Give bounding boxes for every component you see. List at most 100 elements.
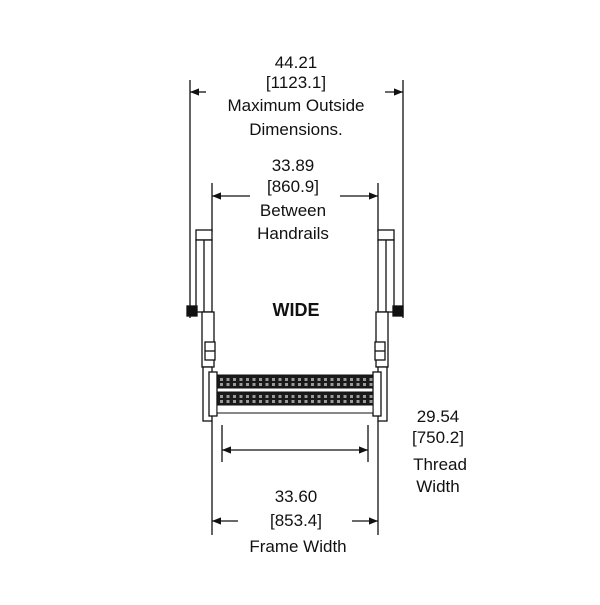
- grated-treads: [216, 374, 374, 414]
- grate-hole: [226, 400, 230, 403]
- grate-hole: [265, 395, 269, 398]
- frame-width-caption: Frame Width: [249, 537, 346, 556]
- frame-width-metric: [853.4]: [270, 511, 322, 530]
- max-outside-imperial: 44.21: [275, 53, 318, 72]
- grate-hole: [304, 395, 308, 398]
- grate-hole: [350, 400, 353, 403]
- grate-hole: [356, 400, 360, 403]
- grate-hole: [278, 378, 282, 381]
- grate-hole: [285, 395, 288, 398]
- grate-hole: [337, 378, 340, 381]
- grate-hole: [369, 378, 373, 381]
- thread-width-metric: [750.2]: [412, 428, 464, 447]
- grate-hole: [252, 400, 256, 403]
- thread-width-dimension: 29.54 [750.2] Thread Width: [221, 407, 467, 496]
- max-outside-metric: [1123.1]: [266, 73, 326, 92]
- grate-hole: [369, 395, 373, 398]
- between-handrails-metric: [860.9]: [267, 177, 319, 196]
- grate-hole: [363, 395, 366, 398]
- grate-hole: [311, 378, 314, 381]
- grate-hole: [337, 395, 340, 398]
- grate-hole: [285, 400, 288, 403]
- grate-hole: [291, 395, 295, 398]
- grate-hole: [246, 378, 249, 381]
- grate-hole: [291, 400, 295, 403]
- grate-hole: [272, 400, 275, 403]
- right-handrail: [374, 229, 404, 368]
- grate-hole: [298, 395, 301, 398]
- grate-hole: [246, 395, 249, 398]
- grate-hole: [285, 378, 288, 381]
- grate-hole: [272, 378, 275, 381]
- grate-hole: [252, 383, 256, 386]
- grate-hole: [220, 395, 223, 398]
- max-outside-dimension: 44.21 [1123.1] Maximum Outside Dimension…: [189, 53, 404, 318]
- frame-stringers: [202, 366, 388, 422]
- grate-hole: [324, 395, 327, 398]
- grate-hole: [239, 400, 243, 403]
- grate-hole: [265, 383, 269, 386]
- grate-hole: [350, 383, 353, 386]
- grate-hole: [298, 400, 301, 403]
- grate-hole: [369, 383, 373, 386]
- thread-width-caption-2: Width: [416, 477, 459, 496]
- grate-hole: [233, 395, 236, 398]
- grate-hole: [311, 400, 314, 403]
- grate-hole: [317, 395, 321, 398]
- grate-hole: [285, 383, 288, 386]
- max-outside-caption-2: Dimensions.: [249, 120, 343, 139]
- grate-hole: [350, 378, 353, 381]
- grate-hole: [330, 400, 334, 403]
- grate-hole: [233, 383, 236, 386]
- grate-hole: [369, 400, 373, 403]
- grate-hole: [343, 378, 347, 381]
- between-handrails-dimension: 33.89 [860.9] Between Handrails: [211, 156, 379, 243]
- grate-hole: [311, 395, 314, 398]
- grate-hole: [324, 378, 327, 381]
- frame-width-dimension: 33.60 [853.4] Frame Width: [211, 421, 379, 556]
- thread-width-imperial: 29.54: [417, 407, 460, 426]
- grate-hole: [304, 400, 308, 403]
- grate-hole: [330, 383, 334, 386]
- grate-hole: [278, 395, 282, 398]
- grate-hole: [291, 383, 295, 386]
- grate-hole: [233, 400, 236, 403]
- grate-hole: [317, 378, 321, 381]
- grate-hole: [363, 378, 366, 381]
- grate-hole: [272, 383, 275, 386]
- grate-hole: [252, 378, 256, 381]
- grate-hole: [246, 400, 249, 403]
- grate-hole: [220, 378, 223, 381]
- grate-hole: [311, 383, 314, 386]
- grate-hole: [226, 378, 230, 381]
- grate-hole: [330, 378, 334, 381]
- grate-hole: [304, 383, 308, 386]
- grate-hole: [226, 395, 230, 398]
- grate-hole: [220, 383, 223, 386]
- grate-hole: [226, 383, 230, 386]
- grate-hole: [220, 400, 223, 403]
- grate-hole: [259, 378, 262, 381]
- grate-hole: [233, 378, 236, 381]
- grate-hole: [291, 378, 295, 381]
- grate-hole: [337, 400, 340, 403]
- frame-width-imperial: 33.60: [275, 487, 318, 506]
- grate-hole: [330, 395, 334, 398]
- grate-hole: [324, 383, 327, 386]
- grate-hole: [265, 400, 269, 403]
- grate-hole: [363, 383, 366, 386]
- grate-hole: [298, 378, 301, 381]
- grate-hole: [265, 378, 269, 381]
- grate-hole: [343, 400, 347, 403]
- grate-hole: [246, 383, 249, 386]
- grate-hole: [356, 395, 360, 398]
- grate-hole: [259, 383, 262, 386]
- grate-hole: [317, 400, 321, 403]
- grate-hole: [272, 395, 275, 398]
- grate-hole: [343, 395, 347, 398]
- grate-hole: [304, 378, 308, 381]
- grate-hole: [239, 395, 243, 398]
- grate-hole: [317, 383, 321, 386]
